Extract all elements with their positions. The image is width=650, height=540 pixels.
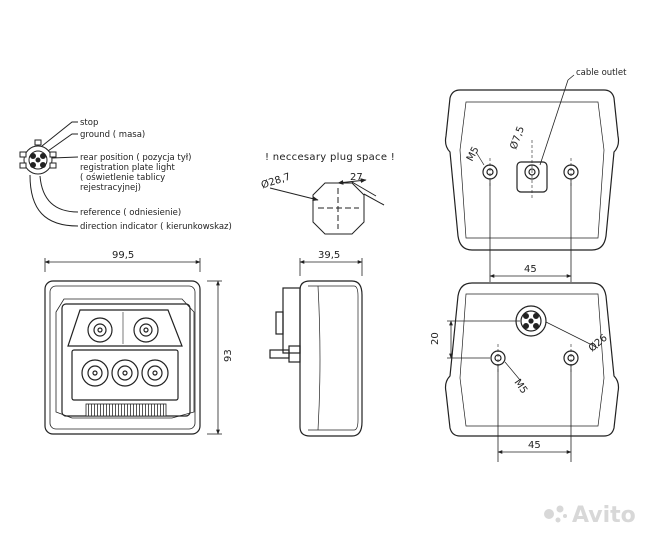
dim-top-hole-spacing: 45: [524, 264, 537, 275]
dim-thread-top: M5: [465, 145, 482, 163]
connector-pinout: [19, 121, 79, 227]
rear-view-bottom: [444, 282, 620, 437]
label-stop: stop: [80, 118, 98, 128]
bottom-rear-dimensions: [447, 320, 572, 462]
dim-socket-diameter: Ø26: [586, 332, 610, 354]
front-view: [44, 280, 201, 435]
label-reference: reference ( odniesienie): [80, 208, 181, 218]
label-direction-indicator: direction indicator ( kierunkowskaz): [80, 222, 232, 232]
dim-offset-20: 20: [430, 332, 441, 345]
side-view: [269, 280, 363, 437]
label-registration-pl: ( oświetlenie tablicy: [80, 172, 165, 183]
dim-bottom-hole-spacing: 45: [528, 440, 541, 451]
dim-side-depth: 39,5: [318, 250, 340, 261]
label-ground: ground ( masa): [80, 130, 145, 140]
side-dimensions: [299, 258, 363, 276]
plug-space-note: ! neccesary plug space !: [265, 152, 395, 163]
dim-plug-diameter: Ø28,7: [260, 171, 292, 192]
watermark-text: Avito: [572, 503, 636, 528]
top-rear-dimensions: [489, 180, 572, 282]
label-registration: registration plate light: [80, 163, 175, 173]
dim-outlet-diameter: Ø7,5: [508, 125, 527, 151]
dim-thread-bottom: M5: [512, 377, 530, 396]
plug-octagon: [269, 178, 385, 235]
dim-front-height: 93: [223, 349, 234, 362]
label-rear-position: rear position ( pozycja tył): [80, 153, 191, 163]
cable-outlet-label: cable outlet: [576, 68, 627, 78]
watermark-logo: Avito: [544, 503, 636, 528]
label-registration-pl2: rejestracyjnej): [80, 183, 141, 193]
rear-view-top: [444, 74, 620, 251]
dim-plug-flat: 27: [350, 172, 363, 183]
dim-front-width: 99,5: [112, 250, 134, 261]
front-dimensions: [44, 258, 222, 435]
